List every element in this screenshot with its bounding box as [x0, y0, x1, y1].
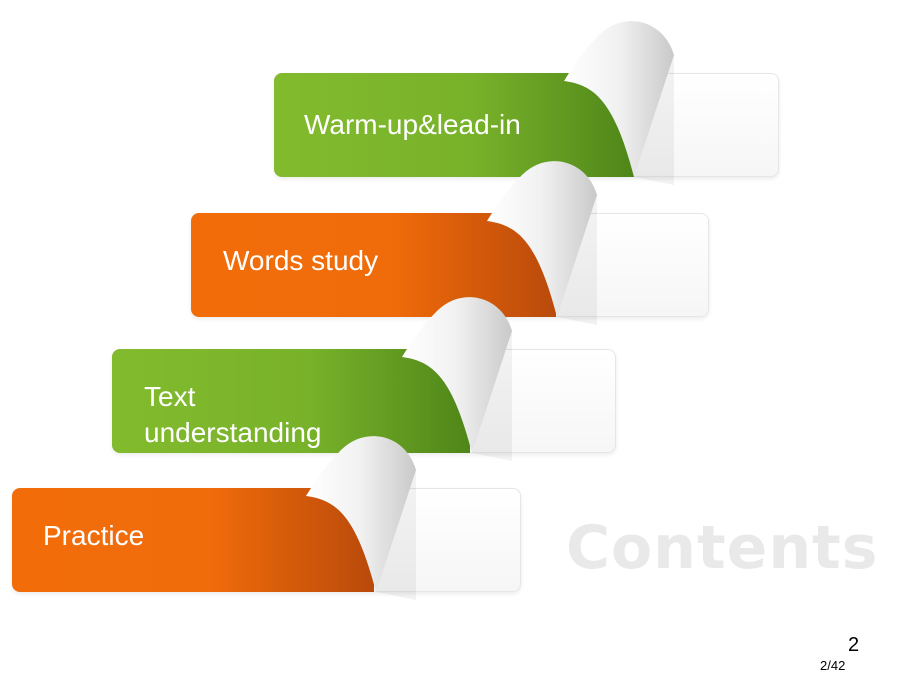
tab-color-band — [12, 488, 374, 592]
menu-item-warm-up[interactable]: Warm-up&lead-in — [274, 21, 779, 185]
menu-item-label: Warm-up&lead-in — [304, 109, 521, 140]
page-curl-icon — [306, 436, 416, 600]
menu-item-label: Text understanding — [144, 381, 322, 448]
slide-number: 2 — [848, 634, 860, 656]
tab-color-band — [274, 73, 634, 177]
tab-color-band — [112, 349, 470, 453]
menu-item-text-understanding[interactable]: Text understanding — [112, 297, 616, 461]
menu-item-label: Practice — [43, 520, 145, 551]
page-counter: 2/42 — [820, 658, 846, 673]
contents-watermark: Contents — [566, 513, 879, 583]
menu-item-words-study[interactable]: Words study — [191, 161, 709, 325]
page-curl-icon — [402, 297, 512, 461]
page-curl-icon — [564, 21, 674, 185]
tab-color-band — [191, 213, 556, 317]
menu-item-label: Words study — [223, 245, 379, 276]
page-curl-icon — [487, 161, 597, 325]
menu-item-practice[interactable]: Practice — [12, 436, 521, 600]
